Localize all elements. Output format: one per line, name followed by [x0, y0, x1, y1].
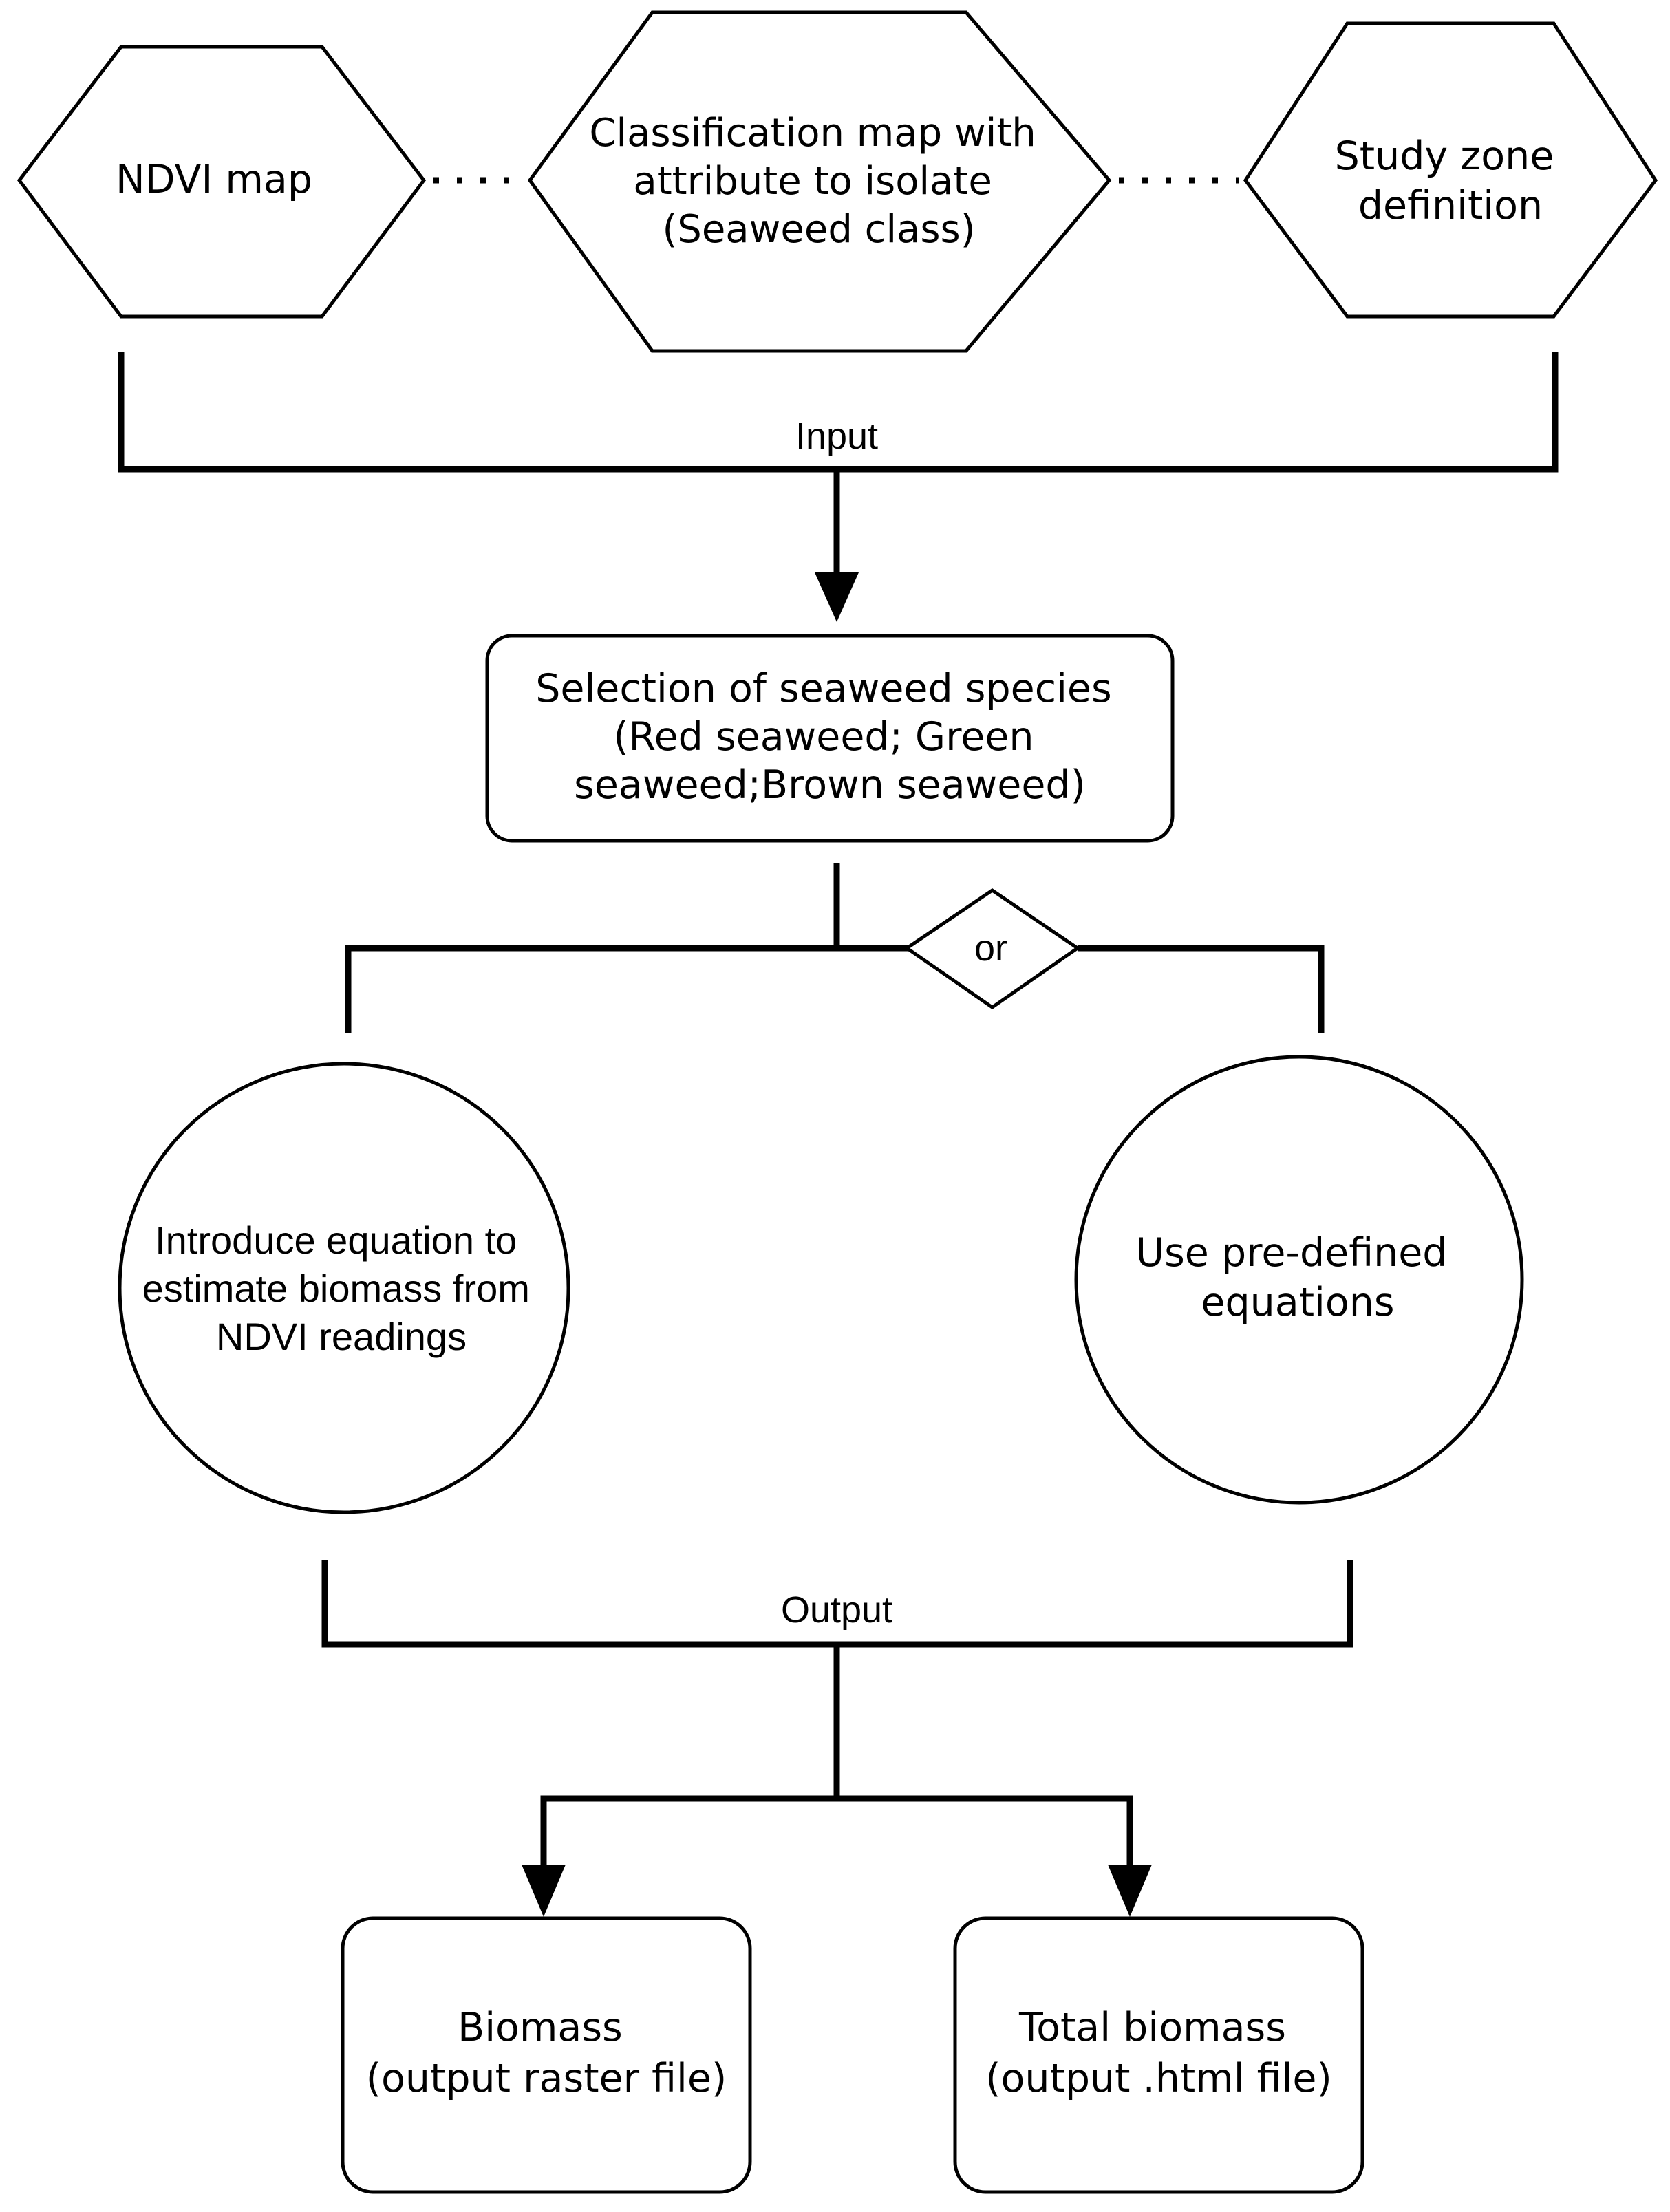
introduce-equation-line-2: estimate biomass from	[142, 1267, 530, 1310]
total-biomass-arrowhead	[1108, 1865, 1152, 1917]
biomass-arrowhead	[522, 1865, 566, 1917]
classification-map-hexagon	[527, 10, 1112, 353]
total-biomass-line-2: (output .html file)	[985, 2056, 1331, 2101]
total-biomass-output-box	[953, 1916, 1364, 2194]
options-bracket	[345, 945, 908, 1033]
species-selection-label: Selection of seaweed species (Red seawee…	[535, 666, 1124, 808]
biomass-output-box	[341, 1916, 752, 2194]
introduce-equation-line-1: Introduce equation to	[155, 1218, 517, 1262]
options-bracket-right	[1078, 945, 1325, 1033]
predefined-equations-line-2: equations	[1201, 1280, 1394, 1325]
introduce-equation-line-3: NDVI readings	[216, 1315, 467, 1358]
biomass-line-2: (output raster file)	[366, 2056, 727, 2101]
species-selection-line-2: (Red seaweed; Green	[613, 714, 1034, 760]
classification-map-line-2: attribute to isolate	[633, 159, 992, 204]
total-biomass-output-label: Total biomass (output .html file)	[985, 2005, 1331, 2101]
introduce-equation-label: Introduce equation to estimate biomass f…	[142, 1218, 541, 1358]
output-label: Output	[781, 1589, 892, 1631]
study-zone-line-1: Study zone	[1335, 133, 1554, 179]
study-zone-line-2: definition	[1358, 183, 1543, 228]
predefined-equations-line-1: Use pre-defined	[1135, 1230, 1447, 1276]
species-selection-line-1: Selection of seaweed species	[535, 666, 1112, 711]
predefined-equations-circle	[1074, 1055, 1524, 1505]
study-zone-label: Study zone definition	[1335, 133, 1567, 228]
input-arrowhead	[815, 572, 859, 622]
or-diamond	[903, 888, 1081, 1010]
output-split	[540, 1795, 1133, 1867]
classification-map-line-1: Classification map with	[589, 111, 1036, 155]
introduce-equation-circle	[118, 1062, 570, 1514]
study-zone-hexagon	[1243, 21, 1658, 319]
predefined-equations-label: Use pre-defined equations	[1135, 1230, 1459, 1325]
classification-map-line-3: (Seaweed class)	[662, 207, 975, 252]
biomass-line-1: Biomass	[458, 2005, 623, 2050]
classification-map-label: Classification map with attribute to iso…	[589, 111, 1048, 252]
ndvi-map-label: NDVI map	[116, 157, 312, 202]
species-selection-line-3: seaweed;Brown seaweed)	[574, 762, 1086, 808]
input-label: Input	[795, 416, 878, 457]
ndvi-map-hexagon	[17, 45, 427, 319]
ndvi-map-line-1: NDVI map	[116, 157, 312, 202]
species-selection-box	[485, 634, 1175, 843]
biomass-output-label: Biomass (output raster file)	[366, 2005, 727, 2101]
or-label: or	[974, 927, 1007, 969]
total-biomass-line-1: Total biomass	[1018, 2005, 1286, 2050]
